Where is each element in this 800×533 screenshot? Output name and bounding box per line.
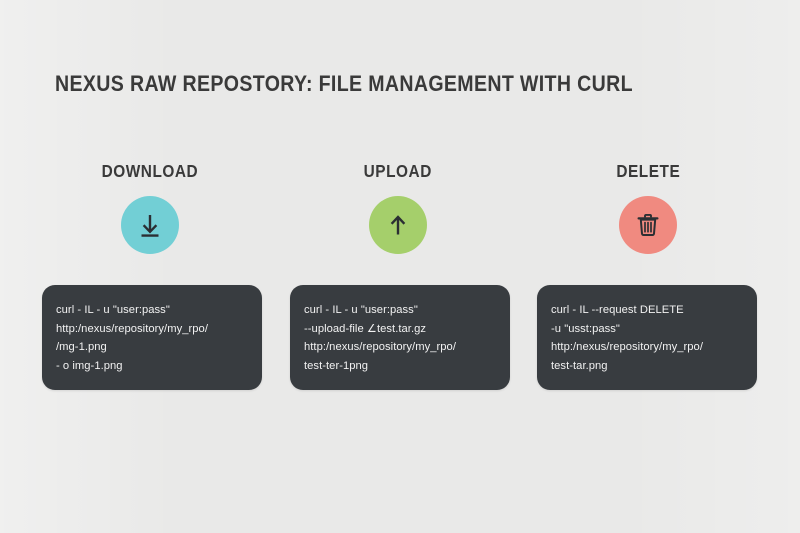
upload-badge[interactable] [369, 196, 427, 254]
badge-wrap-download [30, 196, 270, 254]
trash-can-icon [633, 210, 663, 240]
page-title: NEXUS RAW REPOSTORY: FILE MANAGEMENT WIT… [55, 71, 633, 96]
upload-arrow-icon [383, 210, 413, 240]
code-card-upload[interactable]: curl - IL - u "user:pass" --upload-file … [290, 285, 510, 390]
delete-badge[interactable] [619, 196, 677, 254]
column-heading-delete: DELETE [528, 160, 768, 182]
code-line: curl - IL --request DELETE [551, 304, 684, 316]
column-heading-delete-label: DELETE [616, 161, 680, 181]
column-delete: DELETE [528, 160, 768, 254]
code-card-download[interactable]: curl - IL - u "user:pass" http:/nexus/re… [42, 285, 262, 390]
code-line: --upload-file ∠test.tar.gz [304, 322, 427, 335]
download-badge[interactable] [121, 196, 179, 254]
code-line: test-tar.png [551, 359, 608, 372]
code-line: - o img-1.png [56, 359, 123, 372]
column-heading-download: DOWNLOAD [30, 160, 270, 182]
code-card-delete[interactable]: curl - IL --request DELETE -u "usst:pass… [537, 285, 757, 390]
code-line: http:/nexus/repository/my_rpo/ [56, 322, 208, 335]
code-line: test-ter-1png [304, 359, 369, 372]
column-heading-upload-label: UPLOAD [363, 161, 433, 181]
column-upload: UPLOAD [278, 160, 518, 254]
code-line: /mg-1.png [56, 341, 107, 354]
column-download: DOWNLOAD [30, 160, 270, 254]
column-heading-download-label: DOWNLOAD [101, 161, 199, 181]
code-line: http:/nexus/repository/my_rpo/ [304, 341, 456, 354]
column-heading-upload: UPLOAD [278, 160, 518, 182]
code-line: http:/nexus/repository/my_rpo/ [551, 341, 703, 354]
code-line: -u "usst:pass" [551, 322, 620, 335]
download-arrow-icon [135, 210, 165, 240]
badge-wrap-upload [278, 196, 518, 254]
badge-wrap-delete [528, 196, 768, 254]
code-line: curl - IL - u "user:pass" [304, 304, 418, 316]
code-line: curl - IL - u "user:pass" [56, 304, 170, 316]
